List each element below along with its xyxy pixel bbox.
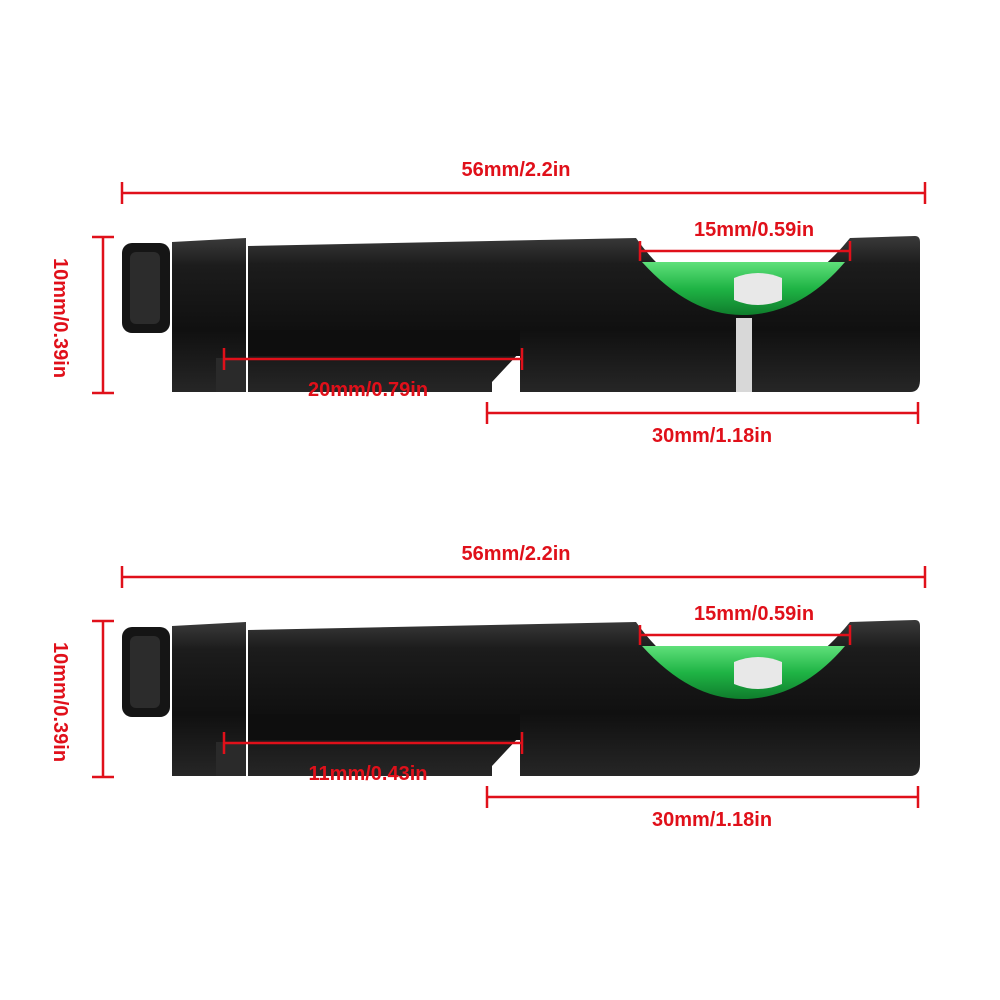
rear-section-label: 30mm/1.18in bbox=[651, 809, 773, 831]
dimension-line-rear-section bbox=[485, 786, 920, 808]
rear-section-label: 30mm/1.18in bbox=[651, 425, 773, 447]
dimension-line-slot bbox=[222, 732, 524, 754]
dimension-line-rear-section bbox=[485, 402, 920, 424]
bubble-level-illustration bbox=[92, 566, 927, 808]
overall-length-label: 56mm/2.2in bbox=[461, 159, 571, 181]
level-body bbox=[248, 236, 920, 392]
level-body bbox=[248, 620, 920, 776]
product-panel-2: 56mm/2.2in 10mm/0.39in 15mm/0.59in 11mm/… bbox=[0, 384, 1000, 884]
slot-length-label: 11mm/0.43in bbox=[308, 763, 428, 785]
overall-length-label: 56mm/2.2in bbox=[461, 543, 571, 565]
vial-window-label: 15mm/0.59in bbox=[693, 603, 815, 625]
dimension-line-slot bbox=[222, 348, 524, 370]
mount-clamp bbox=[172, 622, 246, 776]
height-label: 10mm/0.39in bbox=[49, 641, 71, 763]
bubble-level-illustration bbox=[92, 182, 927, 424]
dimension-line-vial-window bbox=[638, 625, 852, 645]
dimension-line-vial-window bbox=[638, 241, 852, 261]
end-knob bbox=[122, 627, 170, 717]
dimension-line-overall-length bbox=[120, 182, 927, 204]
dimension-line-overall-length bbox=[120, 566, 927, 588]
bubble-vial bbox=[642, 262, 845, 392]
bubble-vial bbox=[642, 646, 845, 699]
dimension-line-height bbox=[92, 235, 114, 395]
slot-length-label: 20mm/0.79in bbox=[307, 379, 429, 401]
product-panel-1: 56mm/2.2in 10mm/0.39in 15mm/0.59in 20mm/… bbox=[49, 159, 927, 447]
mount-clamp bbox=[172, 238, 246, 392]
height-label: 10mm/0.39in bbox=[49, 257, 71, 379]
dimension-line-height bbox=[92, 619, 114, 779]
vial-window-label: 15mm/0.59in bbox=[693, 219, 815, 241]
end-knob bbox=[122, 243, 170, 333]
